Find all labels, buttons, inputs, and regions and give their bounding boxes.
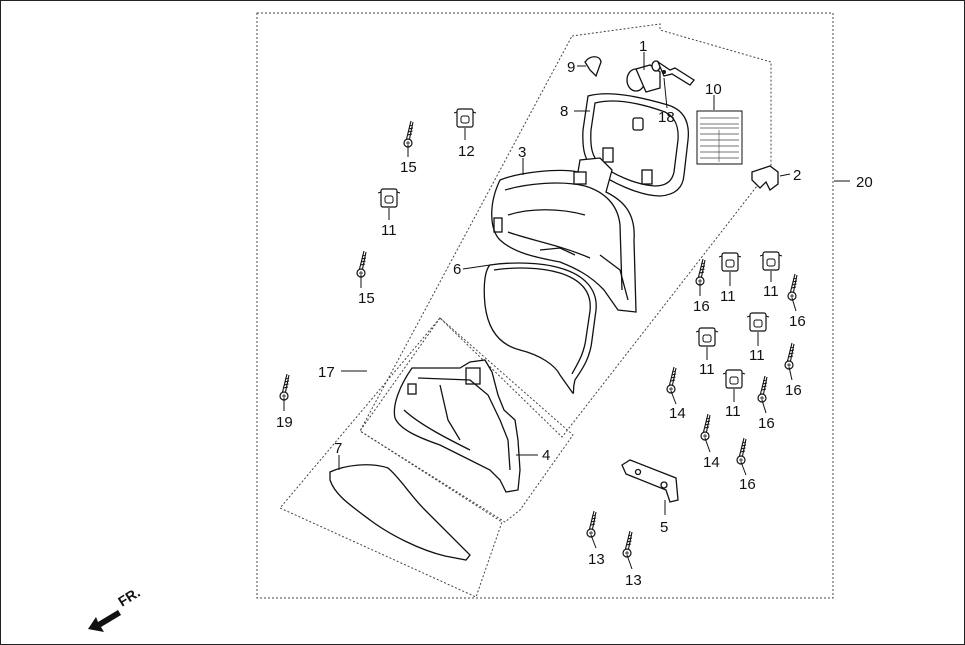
screw-19 — [279, 373, 290, 401]
screw-16e — [736, 437, 747, 465]
screw-15a — [403, 120, 414, 148]
label-6: 6 — [453, 261, 461, 278]
label-7: 7 — [334, 440, 342, 457]
label-11d: 11 — [699, 361, 715, 378]
screw-15b — [356, 250, 367, 278]
label-9: 9 — [567, 59, 575, 76]
label-11a: 11 — [381, 222, 397, 239]
label-16e: 16 — [739, 476, 756, 493]
front-direction-arrow — [88, 610, 121, 632]
label-10: 10 — [705, 81, 722, 98]
nut-11b — [718, 252, 742, 272]
label-8: 8 — [560, 103, 568, 120]
label-13a: 13 — [588, 551, 605, 568]
label-18: 18 — [658, 109, 675, 126]
part-lock-1 — [626, 60, 695, 93]
label-11f: 11 — [725, 403, 741, 420]
label-17: 17 — [318, 364, 335, 381]
leader-lines — [283, 52, 850, 570]
part-inner-box-3 — [491, 157, 637, 313]
screw-13b — [622, 530, 633, 558]
screw-14b — [700, 413, 711, 441]
part-label-10 — [696, 110, 743, 165]
part-mat-7 — [329, 464, 471, 561]
label-1: 1 — [639, 38, 647, 55]
label-16a: 16 — [693, 298, 710, 315]
nut-11e — [746, 312, 770, 332]
front-direction-label: FR. — [115, 584, 143, 610]
label-12: 12 — [458, 143, 475, 160]
screw-16d — [757, 375, 768, 403]
label-11b: 11 — [720, 288, 736, 305]
label-16c: 16 — [785, 382, 802, 399]
part-bracket-5 — [621, 459, 679, 503]
label-2: 2 — [793, 167, 801, 184]
screw-16c — [784, 342, 795, 370]
label-14b: 14 — [703, 454, 720, 471]
label-5: 5 — [660, 519, 668, 536]
label-13b: 13 — [625, 572, 642, 589]
part-seal-6 — [483, 262, 597, 394]
label-11c: 11 — [763, 283, 779, 300]
nut-11d — [695, 327, 719, 347]
label-11e: 11 — [749, 347, 765, 364]
part-housing-4 — [393, 359, 521, 493]
nut-11f — [722, 369, 746, 389]
part-clip-2 — [751, 165, 779, 191]
label-16b: 16 — [789, 313, 806, 330]
subassembly-boundary-17 — [279, 23, 772, 598]
label-15a: 15 — [400, 159, 417, 176]
screw-16b — [787, 273, 798, 301]
label-19: 19 — [276, 414, 293, 431]
label-15b: 15 — [358, 290, 375, 307]
nut-11c — [759, 251, 783, 271]
nut-11a — [377, 188, 401, 208]
screw-14a — [666, 366, 677, 394]
label-14a: 14 — [669, 405, 686, 422]
nut-12 — [453, 108, 477, 128]
assembly-boundary-20 — [256, 12, 834, 599]
label-20: 20 — [856, 174, 873, 191]
label-16d: 16 — [758, 415, 775, 432]
label-3: 3 — [518, 144, 526, 161]
screw-13a — [586, 510, 597, 538]
label-4: 4 — [542, 447, 550, 464]
part-clip-9 — [584, 56, 602, 78]
